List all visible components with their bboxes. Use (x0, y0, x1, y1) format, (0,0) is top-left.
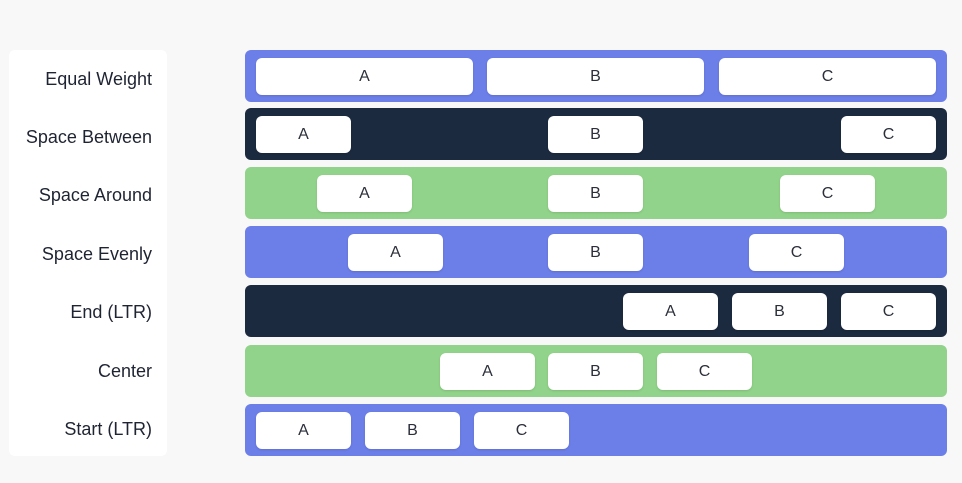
chip-c[interactable]: C (841, 116, 936, 153)
lane-space-around: A B C (245, 167, 947, 219)
chip-a[interactable]: A (348, 234, 443, 271)
lane-space-between: A B C (245, 108, 947, 160)
chip-a[interactable]: A (256, 412, 351, 449)
chip-c[interactable]: C (749, 234, 844, 271)
chip-a[interactable]: A (256, 116, 351, 153)
row-label-start-ltr: Start (LTR) (64, 419, 152, 439)
chip-b[interactable]: B (548, 175, 643, 212)
row-label-equal-weight: Equal Weight (45, 69, 152, 89)
lane-end-ltr: A B C (245, 285, 947, 337)
lane-center: A B C (245, 345, 947, 397)
chip-b[interactable]: B (548, 353, 643, 390)
chip-c[interactable]: C (841, 293, 936, 330)
lane-equal-weight: A B C (245, 50, 947, 102)
chip-c[interactable]: C (780, 175, 875, 212)
chip-a[interactable]: A (317, 175, 412, 212)
chip-c[interactable]: C (657, 353, 752, 390)
chip-b[interactable]: B (487, 58, 704, 95)
chip-b[interactable]: B (732, 293, 827, 330)
chip-b[interactable]: B (548, 116, 643, 153)
lane-start-ltr: A B C (245, 404, 947, 456)
chip-c[interactable]: C (474, 412, 569, 449)
row-label-center: Center (97, 361, 152, 381)
chip-a[interactable]: A (440, 353, 535, 390)
lane-space-evenly: A B C (245, 226, 947, 278)
chip-a[interactable]: A (256, 58, 473, 95)
label-panel (9, 50, 167, 456)
row-label-space-evenly: Space Evenly (41, 244, 152, 264)
row-label-end-ltr: End (LTR) (70, 302, 152, 322)
row-label-space-between: Space Between (25, 127, 152, 147)
chip-b[interactable]: B (548, 234, 643, 271)
chip-c[interactable]: C (719, 58, 936, 95)
chip-b[interactable]: B (365, 412, 460, 449)
chip-a[interactable]: A (623, 293, 718, 330)
row-label-space-around: Space Around (38, 185, 152, 205)
